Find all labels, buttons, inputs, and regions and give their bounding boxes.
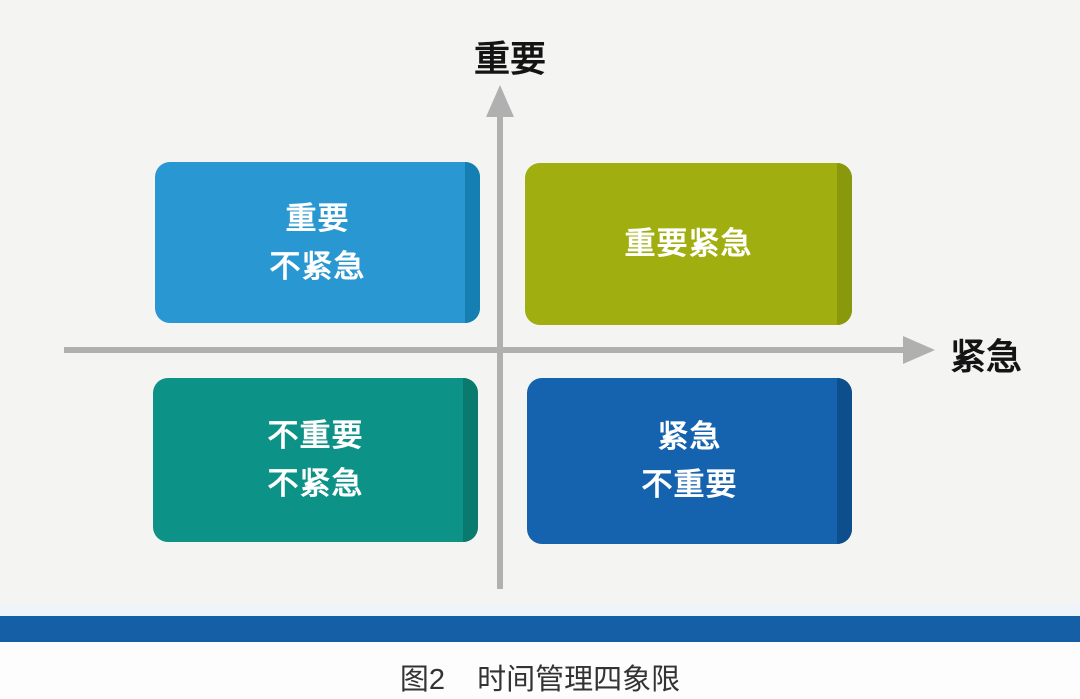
quadrant-label-line: 不重要 [641,467,738,502]
quadrant-label-line: 重要紧急 [624,226,753,261]
y-axis-label: 重要 [473,38,546,79]
quadrant-3d-edge [837,163,852,325]
quadrant-label: 不重要 不紧急 [268,412,364,508]
quadrant-label: 紧急 不重要 [642,413,738,509]
x-axis-label: 紧急 [950,336,1023,377]
caption-area [0,642,1080,699]
divider-bar [0,616,1080,642]
quadrant-label: 重要紧急 [625,220,753,268]
quadrant-label-line: 重要 [285,200,350,236]
quadrant-label-line: 不紧急 [267,466,364,501]
quadrant-label-line: 不紧急 [269,248,366,284]
quadrant-not-important-not-urgent: 不重要 不紧急 [153,378,478,542]
figure-title: 时间管理四象限 [477,664,681,696]
x-axis-line [64,347,904,353]
quadrant-label-line: 紧急 [657,419,722,454]
figure-caption: 图2 时间管理四象限 [0,656,1080,698]
quadrant-3d-edge [837,378,852,544]
quadrant-important-not-urgent: 重要 不紧急 [155,162,480,323]
quadrant-label-line: 不重要 [267,418,364,453]
quadrant-3d-edge [465,162,480,323]
quadrant-important-urgent: 重要紧急 [525,163,852,325]
quadrant-label: 重要 不紧急 [270,195,366,291]
bar-top-glow [0,605,1080,616]
quadrant-3d-edge [463,378,478,542]
y-axis-arrowhead-icon [486,85,514,117]
quadrant-urgent-not-important: 紧急 不重要 [527,378,852,544]
x-axis-arrowhead-icon [903,336,935,364]
figure-number: 图2 [399,664,446,696]
